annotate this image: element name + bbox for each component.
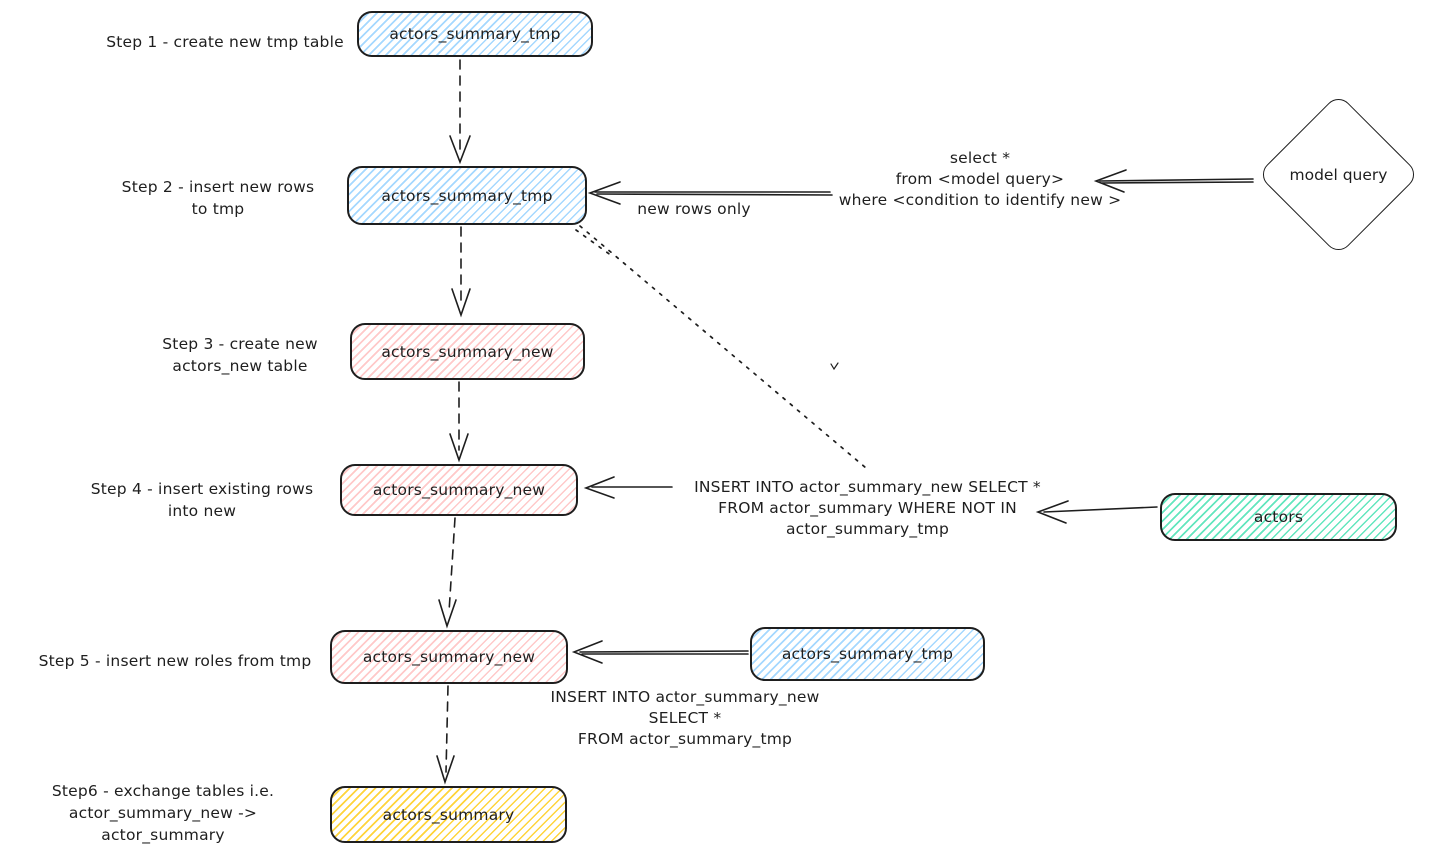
step2-label: Step 2 - insert new rows to tmp bbox=[121, 178, 315, 218]
arrow-insert-text-to-new bbox=[583, 476, 673, 499]
node-actors-summary-new-step4: actors_summary_new bbox=[340, 464, 578, 516]
node-label: actors_summary_tmp bbox=[781, 645, 954, 663]
arrow-tmp-to-new-step5 bbox=[571, 640, 749, 664]
new-rows-only-label: new rows only bbox=[637, 200, 751, 218]
arrow-step2-to-step3 bbox=[451, 226, 471, 318]
arrow-step4-to-step5 bbox=[438, 517, 457, 629]
arrow-step3-to-step4 bbox=[449, 381, 469, 463]
node-actors-summary-tmp-source: actors_summary_tmp bbox=[750, 627, 985, 681]
node-label: actors bbox=[1253, 508, 1304, 526]
insert-from-tmp-text: INSERT INTO actor_summary_new SELECT * F… bbox=[550, 688, 820, 748]
tick-mark bbox=[830, 362, 839, 371]
node-actors-summary-tmp-step1: actors_summary_tmp bbox=[357, 11, 593, 57]
step1-label: Step 1 - create new tmp table bbox=[106, 33, 344, 51]
step3-label: Step 3 - create new actors_new table bbox=[162, 335, 318, 375]
node-label: actors_summary_new bbox=[362, 648, 536, 666]
node-label: actors_summary_tmp bbox=[389, 25, 561, 43]
dotted-link-tmp-to-insert-text bbox=[575, 225, 867, 469]
node-actors-summary-new-step5: actors_summary_new bbox=[330, 630, 568, 684]
node-label: model query bbox=[1289, 165, 1388, 184]
node-label: actors_summary_new bbox=[372, 481, 546, 499]
step6-label: Step6 - exchange tables i.e. actor_summa… bbox=[51, 782, 275, 844]
node-model-query-diamond: model query bbox=[1257, 93, 1420, 256]
node-label: actors_summary_new bbox=[381, 342, 554, 361]
arrow-actors-to-insert-text bbox=[1035, 500, 1158, 524]
node-actors-summary-tmp-step2: actors_summary_tmp bbox=[347, 166, 587, 225]
step5-label: Step 5 - insert new roles from tmp bbox=[38, 652, 312, 670]
node-actors-summary-new-step3: actors_summary_new bbox=[350, 323, 585, 380]
arrow-step1-to-step2 bbox=[449, 59, 471, 165]
node-label: actors_summary_tmp bbox=[381, 186, 553, 205]
node-actors-source: actors bbox=[1160, 493, 1397, 541]
node-actors-summary-final: actors_summary bbox=[330, 786, 567, 843]
select-query-text: select * from <model query> where <condi… bbox=[838, 149, 1122, 209]
node-label: actors_summary bbox=[382, 805, 515, 824]
step4-label: Step 4 - insert existing rows into new bbox=[90, 480, 314, 520]
arrow-step5-to-step6 bbox=[436, 685, 455, 785]
insert-not-in-text: INSERT INTO actor_summary_new SELECT * F… bbox=[694, 478, 1041, 538]
